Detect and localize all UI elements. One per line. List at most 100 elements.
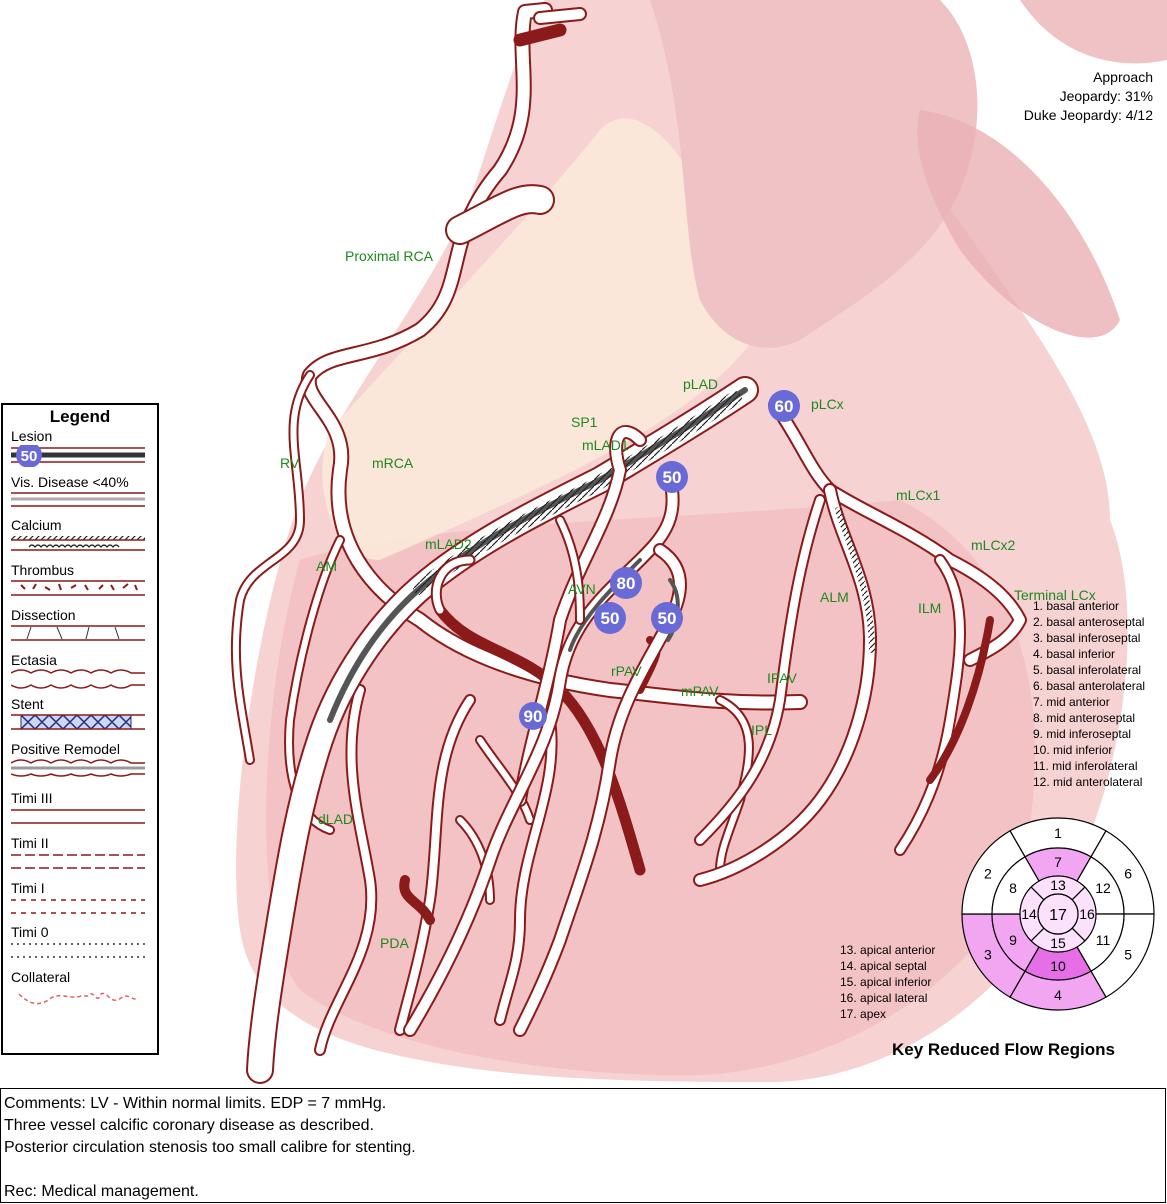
bullseye-segment-label: 13 — [1050, 877, 1066, 893]
approach-label: Approach — [1093, 69, 1153, 85]
legend-label: Stent — [11, 696, 44, 712]
dissection-swatch-icon — [11, 625, 145, 641]
ectasia-swatch-icon — [11, 669, 145, 689]
comments-line-4: Rec: Medical management. — [4, 1183, 199, 1200]
lad-tree — [246, 376, 759, 1084]
bullseye-segment-label: 1 — [1054, 825, 1062, 841]
label-ilm: ILM — [918, 600, 942, 616]
label-ipav: IPAV — [767, 670, 797, 686]
lesion-marker-plcx: 60 — [768, 390, 800, 422]
legend-thrombus: Thrombus — [11, 562, 147, 596]
legend-title: Legend — [49, 407, 111, 426]
svg-text:50: 50 — [21, 448, 38, 465]
upper-right-vessel — [1020, 0, 1167, 64]
duke-jeopardy: Duke Jeopardy: 4/12 — [1023, 107, 1153, 123]
legend-label: Lesion — [11, 428, 53, 444]
vis-disease-swatch-icon — [11, 492, 145, 507]
label-mlad1: mLAD1 — [582, 437, 629, 453]
svg-text:90: 90 — [524, 707, 543, 726]
region-item: 14. apical septal — [840, 959, 927, 973]
legend-label: Ectasia — [11, 652, 57, 668]
bullseye-segment-label: 15 — [1050, 935, 1066, 951]
comments-line-3: Posterior circulation stenosis too small… — [4, 1139, 416, 1156]
thrombus-swatch-icon — [11, 580, 145, 596]
legend-collateral: Collateral — [11, 970, 147, 1005]
label-mlcx2: mLCx2 — [971, 537, 1016, 553]
legend-dissection: Dissection — [11, 607, 147, 641]
bullseye-apex-label: 17 — [1049, 907, 1067, 924]
lesion-marker-rpav: 90 — [519, 702, 547, 730]
label-sp1: SP1 — [571, 414, 598, 430]
approach-jeopardy: Jeopardy: 31% — [1059, 88, 1153, 104]
legend-swatch: 50 — [11, 445, 145, 467]
lesion-marker-mlad1: 50 — [656, 461, 688, 493]
rca-tree — [230, 2, 808, 1056]
label-terminal-lcx: Terminal LCx — [1014, 587, 1096, 603]
lesion-marker-branch: 50 — [651, 602, 683, 634]
bullseye-segment-label: 2 — [984, 866, 992, 882]
label-alm: ALM — [820, 589, 849, 605]
label-proximal-rca: Proximal RCA — [345, 248, 433, 264]
calcium-swatch-icon — [11, 536, 145, 551]
label-rv: RV — [280, 455, 300, 471]
aorta — [650, 0, 978, 348]
legend-swatch — [11, 534, 145, 551]
timi-iii-swatch-icon — [11, 809, 145, 824]
region-item: 6. basal anterolateral — [1033, 679, 1146, 693]
lesion-marker-avn-upper: 80 — [610, 567, 642, 599]
bullseye-segment-label: 6 — [1124, 866, 1132, 882]
key-reduced-flow-title: Key Reduced Flow Regions — [892, 1040, 1115, 1059]
bullseye-segment-label: 9 — [1009, 932, 1017, 948]
legend-swatch — [11, 807, 145, 824]
legend-label: Timi I — [11, 880, 45, 896]
legend-ectasia: Ectasia — [11, 652, 147, 689]
label-dlad: dLAD — [318, 811, 354, 827]
legend-label: Positive Remodel — [11, 741, 120, 757]
bullseye-apex — [1037, 893, 1079, 935]
region-item: 13. apical anterior — [840, 943, 936, 957]
legend-timi-0: Timi 0 — [11, 925, 147, 958]
legend-label: Calcium — [11, 517, 62, 533]
lesion-swatch-icon: 50 — [11, 445, 145, 467]
legend-swatch — [11, 491, 145, 507]
svg-text:60: 60 — [775, 397, 794, 416]
region-item: 1. basal anterior — [1033, 599, 1120, 613]
region-item: 5. basal inferolateral — [1033, 663, 1142, 677]
svg-text:50: 50 — [658, 609, 677, 628]
legend-label: Timi III — [11, 790, 53, 806]
region-item: 3. basal inferoseptal — [1033, 631, 1141, 645]
label-plad: pLAD — [683, 376, 719, 392]
legend-label: Thrombus — [11, 562, 75, 578]
legend-calcium: Calcium — [11, 517, 147, 551]
legend-swatch — [11, 713, 145, 730]
legend-swatch — [11, 852, 145, 869]
region-item: 4. basal inferior — [1033, 647, 1116, 661]
legend-label: Timi II — [11, 835, 49, 851]
legend-lesion: Lesion 50 — [11, 428, 147, 467]
lesion-marker-avn-lower: 50 — [594, 602, 626, 634]
legend-label: Dissection — [11, 607, 76, 623]
region-item: 11. mid inferolateral — [1033, 759, 1138, 773]
bullseye-segment-label: 8 — [1009, 880, 1017, 896]
positive-remodel-swatch-icon — [11, 759, 145, 777]
label-plcx: pLCx — [811, 396, 844, 412]
bullseye-segment-label: 11 — [1096, 932, 1111, 948]
bullseye-segment-label: 12 — [1095, 880, 1111, 896]
label-mrca: mRCA — [372, 455, 414, 471]
comments-box: Comments: LV - Within normal limits. EDP… — [0, 1088, 1166, 1203]
legend-label: Vis. Disease <40% — [11, 474, 129, 490]
label-mlad2: mLAD2 — [425, 536, 472, 552]
lcx-tree — [693, 398, 1027, 887]
legend-stent: Stent — [11, 696, 147, 730]
legend-visible-disease: Vis. Disease <40% — [11, 474, 147, 507]
legend-timi-ii: Timi II — [11, 835, 147, 869]
svg-text:50: 50 — [663, 468, 682, 487]
bullseye-segment-label: 14 — [1021, 906, 1037, 922]
heart-light-area — [322, 118, 760, 561]
lesion-markers: 60 50 80 50 50 90 — [519, 390, 800, 730]
comments-line-2: Three vessel calcific coronary disease a… — [4, 1117, 374, 1134]
label-mpav: mPAV — [681, 683, 719, 699]
label-rpav: rPAV — [611, 663, 642, 679]
